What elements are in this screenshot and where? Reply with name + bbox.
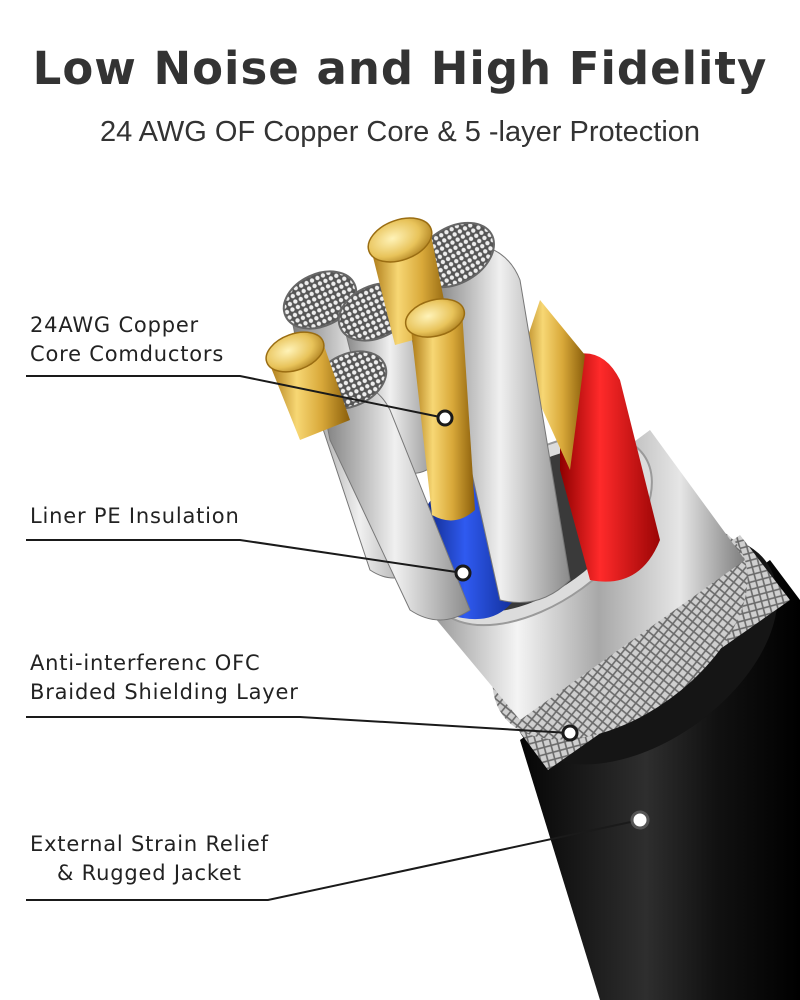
page-title: Low Noise and High Fidelity xyxy=(32,42,768,95)
leader-line-shield xyxy=(26,716,571,734)
marker-jacket xyxy=(630,810,650,830)
callout-jacket-line2: & Rugged Jacket xyxy=(57,861,242,885)
leader-line-insulation xyxy=(26,539,464,574)
callout-jacket: External Strain Relief & Rugged Jacket xyxy=(30,830,269,888)
leader-line-conductors xyxy=(26,375,446,419)
callout-shield: Anti-interferenc OFC Braided Shielding L… xyxy=(30,649,299,707)
callout-conductors-line1: 24AWG Copper xyxy=(30,313,199,337)
leader-line-jacket xyxy=(26,819,641,901)
marker-insulation xyxy=(454,564,472,582)
callout-markers xyxy=(436,409,650,830)
callout-leader-lines xyxy=(26,375,641,901)
marker-shield xyxy=(561,724,579,742)
marker-conductors xyxy=(436,409,454,427)
red-insulation xyxy=(520,300,660,582)
callout-shield-line2: Braided Shielding Layer xyxy=(30,680,299,704)
callout-conductors-line2: Core Comductors xyxy=(30,342,225,366)
callout-insulation: Liner PE Insulation xyxy=(30,502,240,531)
callout-insulation-line1: Liner PE Insulation xyxy=(30,504,240,528)
copper-strand-bundles xyxy=(282,221,571,621)
callout-shield-line1: Anti-interferenc OFC xyxy=(30,651,261,675)
callout-conductors: 24AWG Copper Core Comductors xyxy=(30,311,224,369)
callout-jacket-line1: External Strain Relief xyxy=(30,832,269,856)
page-subtitle: 24 AWG OF Copper Core & 5 -layer Protect… xyxy=(99,116,701,148)
